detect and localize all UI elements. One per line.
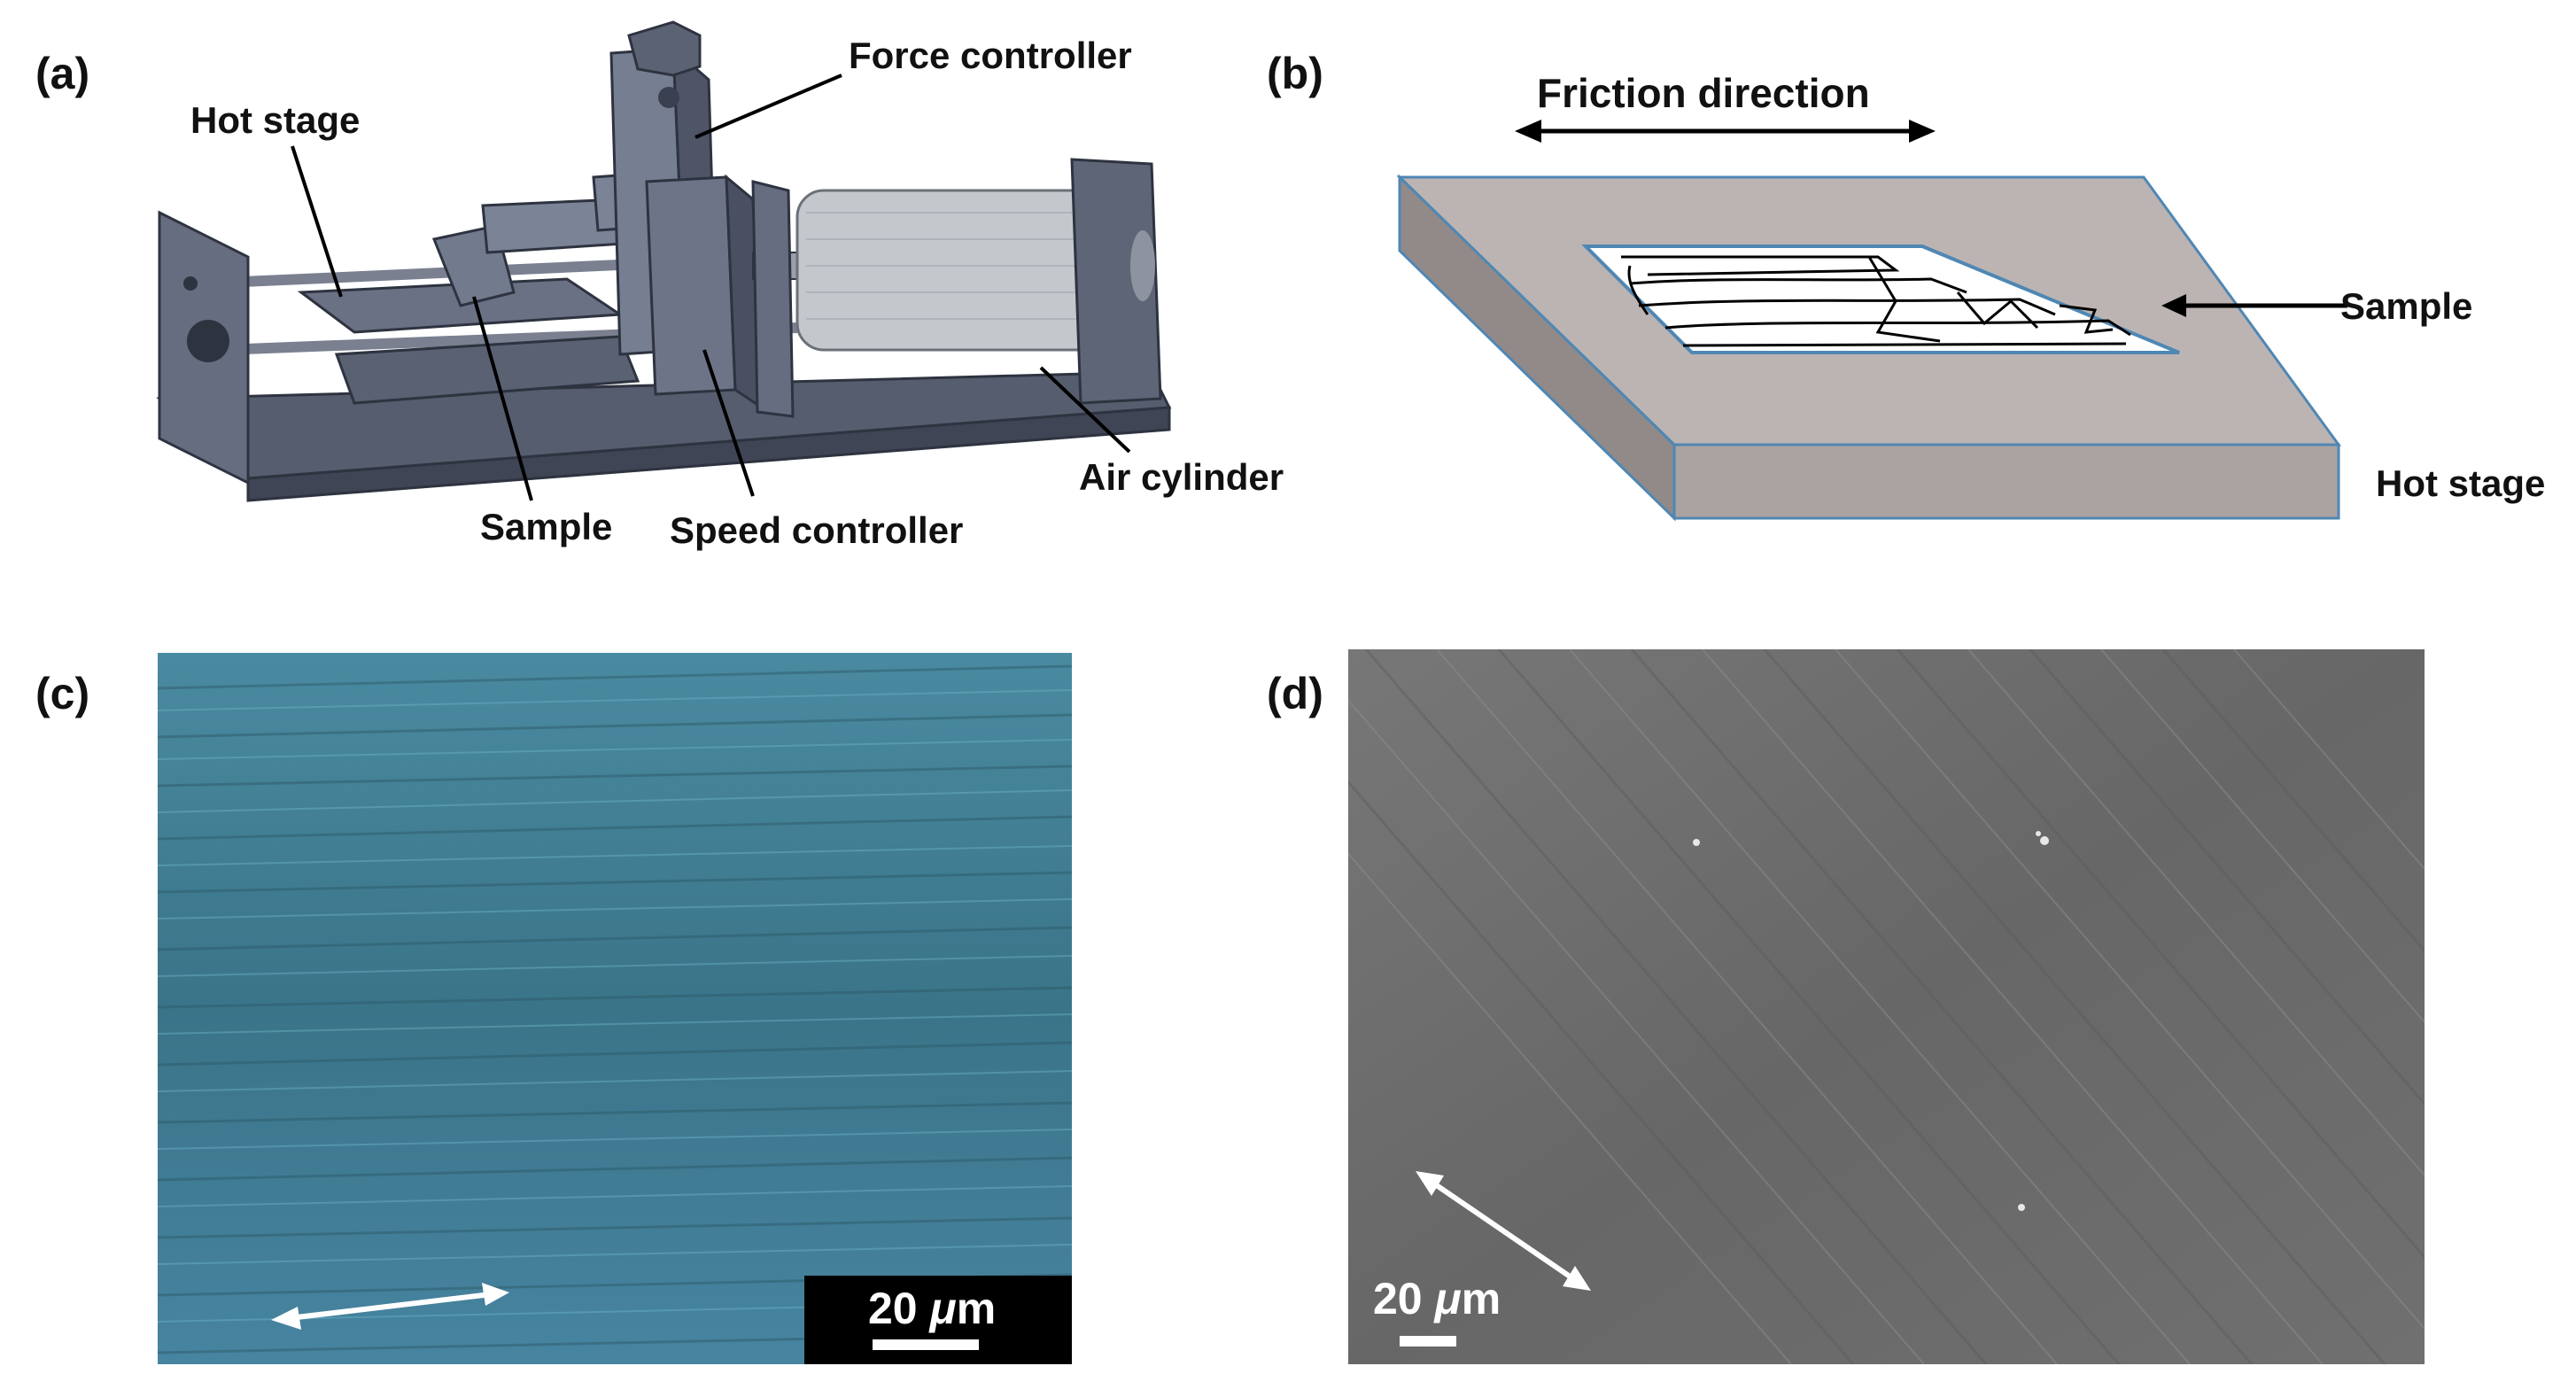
scale-unit-mu-c: μ xyxy=(929,1284,957,1333)
label-friction-direction: Friction direction xyxy=(1537,70,1870,116)
label-sample-b: Sample xyxy=(2340,285,2473,327)
scale-value-d: 20 xyxy=(1373,1274,1423,1323)
panel-b: (b) Friction direction Sample Hot stag xyxy=(1258,0,2576,602)
apparatus-drawing xyxy=(156,20,1172,502)
optical-micrograph: 20 μm xyxy=(158,653,1072,1364)
direction-arrow-c xyxy=(271,1283,509,1330)
leader-air-cylinder xyxy=(1039,366,1131,454)
scale-unit-m-c: m xyxy=(956,1284,997,1333)
panel-c-label: (c) xyxy=(35,669,90,718)
scale-bar-line-c xyxy=(873,1339,979,1350)
force-knob xyxy=(627,20,702,77)
speed-controller-block xyxy=(645,175,737,396)
panel-a-label: (a) xyxy=(35,49,90,98)
scale-bar-label-d: 20 μm xyxy=(1373,1277,1501,1321)
leader-speed-controller xyxy=(702,349,755,497)
leader-hot-stage xyxy=(291,145,343,298)
leader-sample xyxy=(472,296,533,501)
sample-fibers xyxy=(1621,255,2131,347)
panel-b-label: (b) xyxy=(1267,49,1323,98)
label-air-cylinder: Air cylinder xyxy=(1079,456,1284,498)
scale-value-c: 20 xyxy=(868,1284,918,1333)
label-speed-controller: Speed controller xyxy=(670,509,964,551)
panel-a: (a) xyxy=(0,0,1293,602)
scale-unit-m-d: m xyxy=(1461,1274,1501,1323)
hot-stage-diagram xyxy=(1396,120,2347,522)
label-hot-stage-b: Hot stage xyxy=(2376,462,2546,504)
sem-micrograph: 20 μm xyxy=(1348,649,2425,1364)
direction-arrow-d xyxy=(1416,1171,1591,1291)
panel-d: (d) xyxy=(1258,620,2576,1397)
sem-particles xyxy=(1693,831,2049,1211)
scale-bar-label-c: 20 μm xyxy=(868,1286,996,1331)
label-force-controller: Force controller xyxy=(849,35,1132,76)
scale-unit-mu-d: μ xyxy=(1434,1274,1462,1323)
stage-front-face xyxy=(1672,443,2340,520)
panel-d-label: (d) xyxy=(1267,669,1323,718)
middle-end-plate xyxy=(751,180,795,418)
right-end-plate xyxy=(1070,158,1162,405)
label-sample: Sample xyxy=(480,506,613,547)
scale-bar-line-d xyxy=(1400,1336,1456,1347)
leader-force-controller xyxy=(694,74,842,139)
label-hot-stage: Hot stage xyxy=(190,99,361,141)
panel-c: (c) xyxy=(0,620,1293,1397)
